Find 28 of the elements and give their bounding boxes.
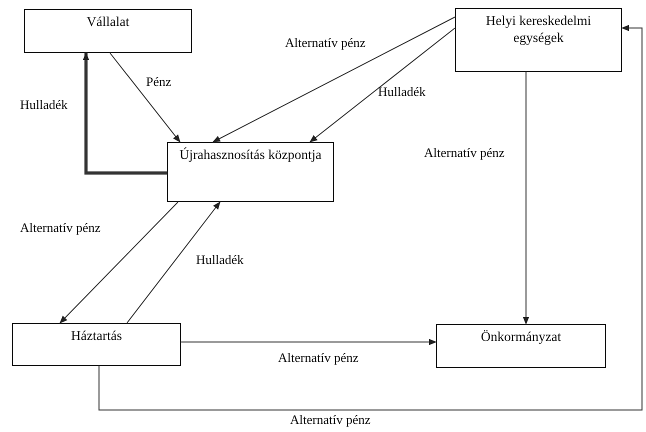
edge-label: Hulladék: [196, 252, 244, 268]
entity-box: [167, 142, 334, 202]
arrow: [522, 72, 530, 325]
arrow: [59, 202, 178, 324]
entity-box: [24, 9, 192, 53]
node-label: Újrahasznosítás központja: [179, 147, 322, 164]
edge-label: Hulladék: [20, 97, 68, 113]
arrow: [98, 24, 642, 410]
node-label: Háztartás: [71, 328, 122, 345]
entity-box: [455, 8, 622, 72]
arrow: [82, 52, 167, 175]
arrow: [110, 52, 180, 143]
entity-box: [436, 324, 606, 368]
edge-label: Hulladék: [378, 84, 426, 100]
arrow: [309, 28, 456, 142]
arrow: [126, 201, 220, 324]
arrow: [180, 338, 437, 346]
node-label: Önkormányzat: [480, 329, 562, 346]
edge-label: Pénz: [146, 74, 172, 90]
edge-label: Alternatív pénz: [285, 35, 366, 51]
arrow: [212, 16, 456, 142]
entity-box: [12, 323, 181, 366]
edge-label: Alternatív pénz: [20, 220, 100, 236]
edge-label: Alternatív pénz: [290, 412, 370, 428]
edge-label: Alternatív pénz: [424, 145, 504, 161]
node-label: Vállalat: [86, 14, 130, 31]
edge-label: Alternatív pénz: [278, 350, 358, 366]
node-label: Helyi kereskedelmi egységek: [484, 13, 592, 47]
